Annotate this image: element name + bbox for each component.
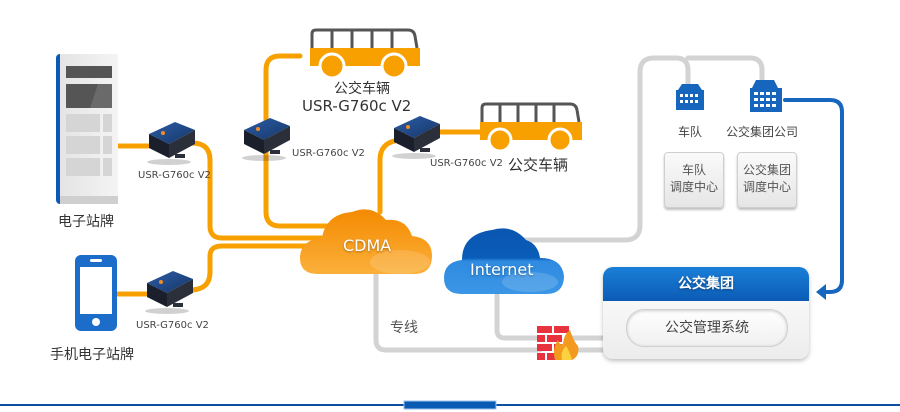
link-bus-right-trunk — [377, 137, 407, 215]
router-device-icon-mobile — [145, 271, 193, 314]
link-internet-to-company — [685, 55, 765, 89]
bus-group-header: 公交集团 — [603, 267, 809, 301]
fleet-dispatch-line2: 调度中心 — [669, 180, 718, 194]
bottom-rule — [0, 400, 900, 410]
bus-company-label: 公交集团公司 — [726, 125, 799, 139]
mobile-phone-icon — [75, 255, 117, 331]
bus-top-device-label: USR-G760c V2 — [302, 97, 412, 115]
dedicated-line-label: 专线 — [390, 320, 418, 336]
link-company-to-group — [783, 98, 844, 294]
device-bus-right-label: USR-G760c V2 — [430, 158, 503, 169]
fleet-dispatch-center: 车队 调度中心 — [664, 152, 724, 208]
link-internet-to-fleet — [517, 55, 691, 243]
bus-right-label: 公交车辆 — [508, 156, 569, 174]
company-building-icon — [750, 80, 782, 112]
internet-label: Internet — [470, 260, 534, 279]
arrow-head-icon — [816, 284, 826, 300]
bus-top-label: 公交车辆 — [334, 81, 390, 97]
mobile-sign-label: 手机电子站牌 — [50, 347, 134, 363]
link-internet-firewall — [494, 279, 543, 341]
link-cdma-dedicated — [373, 259, 543, 353]
kiosk-icon — [56, 54, 118, 204]
firewall-icon — [537, 326, 579, 360]
bus-management-system: 公交管理系统 — [626, 309, 788, 347]
fleet-dispatch-line1: 车队 — [681, 163, 706, 177]
device-sign-label: USR-G760c V2 — [138, 170, 211, 181]
link-mobile-trunk — [187, 243, 333, 293]
group-dispatch-center: 公交集团 调度中心 — [737, 152, 797, 208]
bus-icon-top — [310, 28, 420, 80]
device-mobile-label: USR-G760c V2 — [136, 320, 209, 331]
sign-station-label: 电子站牌 — [58, 214, 114, 230]
router-device-icon-bus-right — [392, 116, 440, 159]
fleet-building-icon — [676, 84, 704, 110]
internet-cloud-icon — [444, 228, 564, 294]
cdma-cloud-icon — [300, 209, 432, 274]
bus-icon-right — [480, 102, 582, 153]
group-dispatch-line1: 公交集团 — [742, 163, 791, 177]
router-device-icon-sign — [147, 122, 195, 165]
fleet-label: 车队 — [678, 125, 703, 139]
link-device-trunk — [189, 140, 333, 241]
cdma-label: CDMA — [343, 236, 392, 255]
router-device-icon-bus-top — [242, 118, 290, 161]
device-bus-top-label: USR-G760c V2 — [292, 148, 365, 159]
group-dispatch-line2: 调度中心 — [742, 180, 791, 194]
